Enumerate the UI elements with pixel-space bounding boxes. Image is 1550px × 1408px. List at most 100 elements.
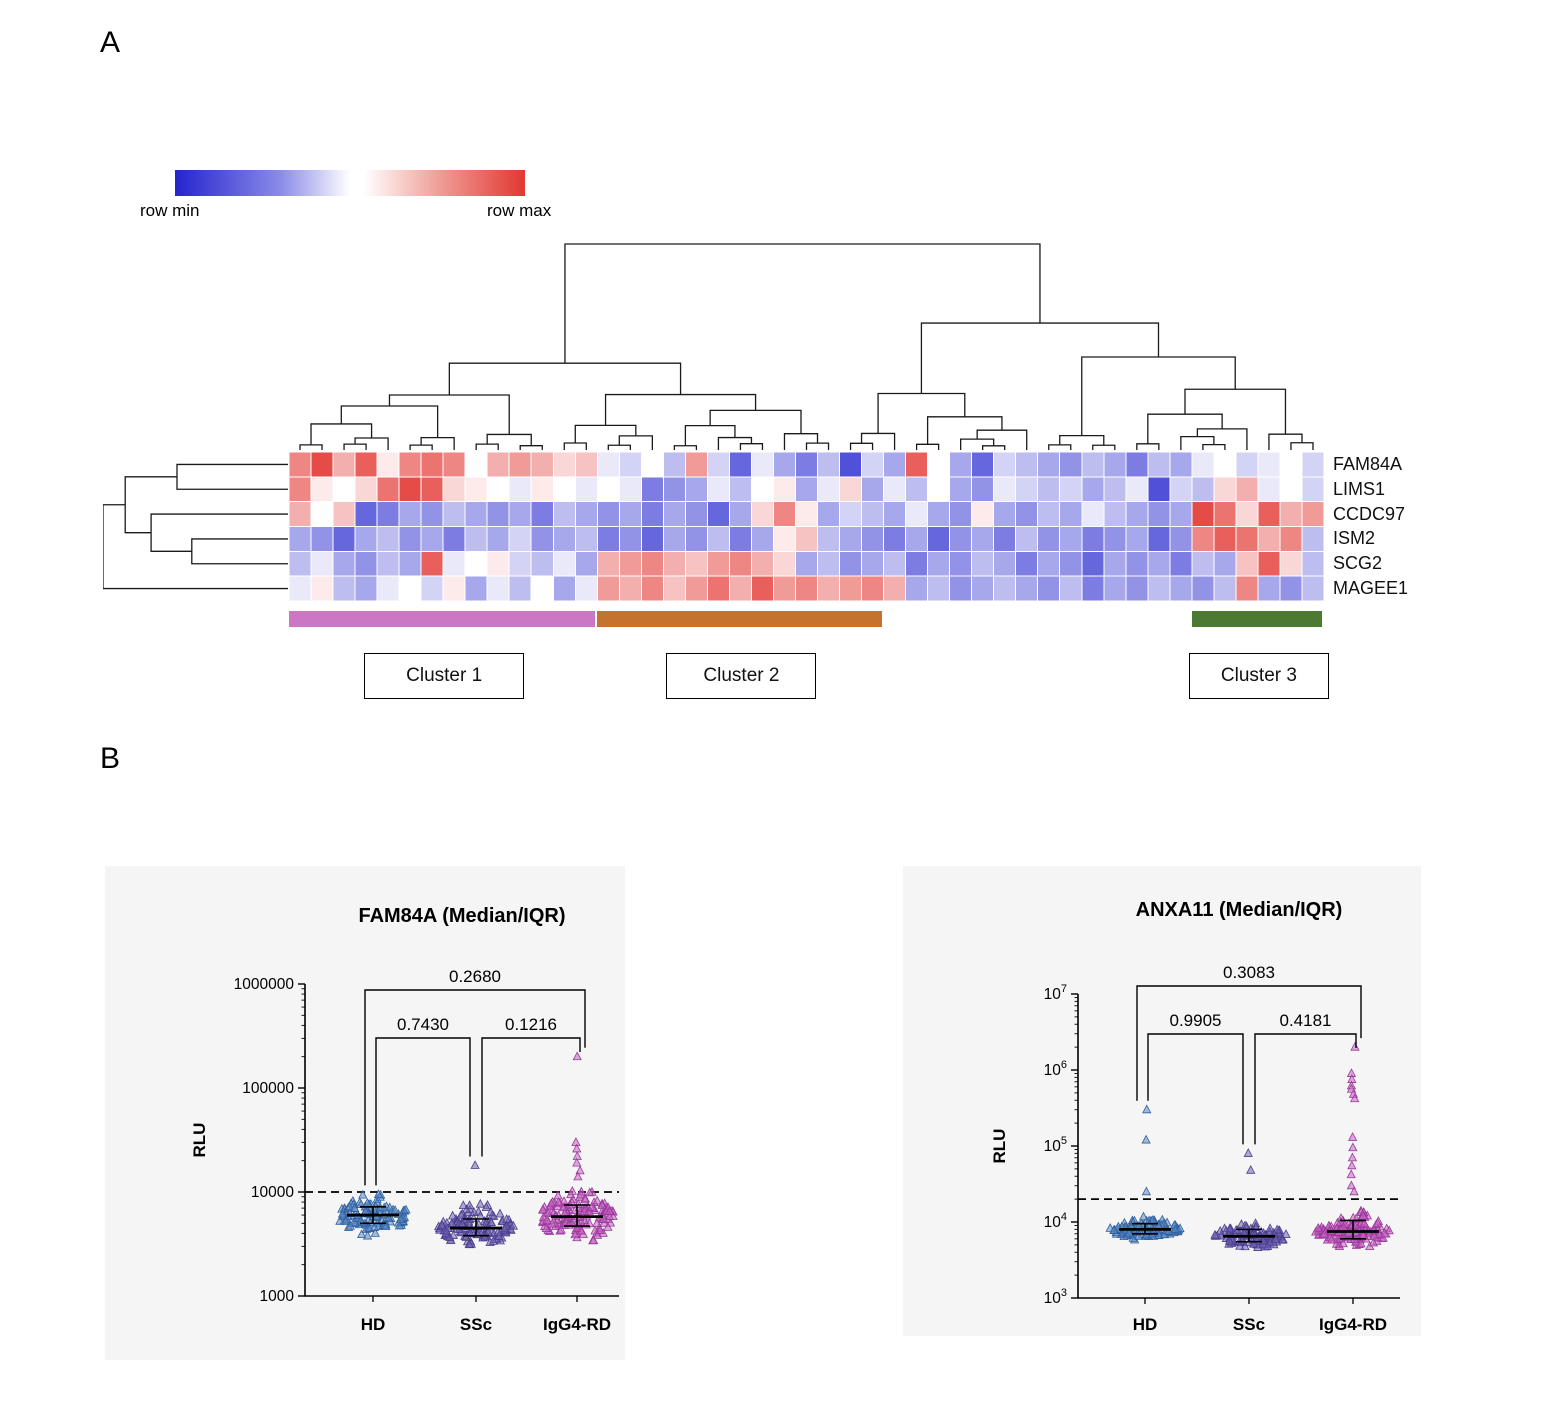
heatmap-cell (618, 575, 642, 601)
heatmap-cell (1081, 476, 1105, 503)
data-point (1124, 1227, 1134, 1237)
data-point (458, 1200, 468, 1210)
heatmap-cell (486, 526, 510, 552)
heatmap-cell (1301, 575, 1324, 601)
heatmap-cell (596, 501, 620, 528)
heatmap-cell (728, 476, 752, 503)
heatmap-cell (927, 476, 951, 503)
heatmap-cell (1169, 501, 1193, 528)
heatmap-cell (1213, 575, 1237, 601)
heatmap-cell (596, 452, 620, 478)
heatmap-cell (1169, 575, 1193, 601)
heatmap-cell (993, 526, 1017, 552)
data-point (499, 1223, 509, 1233)
comparison-bracket (1254, 1033, 1357, 1145)
heatmap-cell (1279, 550, 1303, 577)
data-point (447, 1210, 458, 1220)
row-label-ism2: ISM2 (1333, 528, 1376, 549)
heatmap-cell (684, 476, 708, 503)
heatmap-cell (420, 476, 444, 503)
data-point (558, 1202, 568, 1212)
heatmap-cell (817, 476, 841, 503)
heatmap-cell (552, 550, 576, 577)
heatmap-cell (772, 575, 796, 601)
data-point (1249, 1238, 1259, 1248)
heatmap-cell (289, 550, 312, 577)
heatmap-cell (354, 526, 378, 552)
heatmap-cell (728, 526, 752, 552)
heatmap-cell (530, 452, 554, 478)
heatmap-cell (1015, 476, 1039, 503)
heatmap-cell (772, 501, 796, 528)
heatmap-cell (289, 575, 312, 601)
heatmap-cell (376, 501, 400, 528)
y-tick-label: 100000 (242, 1080, 294, 1097)
heatmap-cell (618, 526, 642, 552)
data-point (1348, 1142, 1358, 1152)
row-label-ccdc97: CCDC97 (1333, 503, 1406, 524)
heatmap-cell (684, 452, 708, 478)
data-point (1138, 1211, 1149, 1221)
heatmap-cell (1103, 501, 1127, 528)
heatmap-cell (486, 550, 510, 577)
data-point (604, 1211, 615, 1220)
data-point (1359, 1218, 1370, 1228)
data-point (396, 1214, 406, 1224)
heatmap-cell (1235, 550, 1259, 577)
heatmap-cell (486, 476, 510, 503)
heatmap-cell (1301, 476, 1324, 503)
heatmap-cell (993, 452, 1017, 478)
heatmap-cell (398, 501, 422, 528)
data-point (508, 1220, 519, 1230)
heatmap-cell (420, 501, 444, 528)
heatmap-cell (662, 452, 686, 478)
heatmap-cell (794, 575, 819, 601)
y-tick-label: 104 (1044, 1211, 1067, 1231)
data-point (556, 1224, 566, 1234)
heatmap-cell (1081, 550, 1105, 577)
heatmap-cell (1191, 550, 1215, 577)
comparison-bracket (1136, 985, 1362, 1101)
heatmap-cell (1015, 550, 1039, 577)
panel-a-label: A (100, 26, 121, 59)
heatmap-cell (310, 476, 334, 503)
data-point (358, 1189, 368, 1199)
heatmap-cell (1037, 575, 1061, 601)
heatmap-cell (706, 575, 730, 601)
heatmap-cell (794, 526, 819, 552)
heatmap-cell (1147, 476, 1171, 503)
heatmap-cell (750, 575, 774, 601)
y-axis-label: RLU (190, 1123, 209, 1158)
p-value-label: 0.1216 (505, 1015, 557, 1034)
data-point (394, 1220, 404, 1230)
heatmap-cell (1037, 501, 1061, 528)
heatmap-cell (442, 501, 466, 528)
heatmap-cell (1191, 476, 1215, 503)
heatmap-cell (376, 526, 400, 552)
comparison-bracket (364, 989, 586, 1186)
data-point (1313, 1222, 1323, 1232)
y-tick-label: 106 (1044, 1059, 1067, 1079)
heatmap-cell (772, 476, 796, 503)
data-point (486, 1207, 496, 1216)
heatmap-cell (1059, 452, 1083, 478)
colorbar-min-label: row min (140, 201, 200, 220)
data-point (584, 1206, 594, 1215)
data-point (1369, 1230, 1379, 1240)
heatmap-cell (927, 501, 951, 528)
data-point (573, 1171, 583, 1181)
heatmap-cell (949, 526, 973, 552)
data-point (542, 1214, 552, 1224)
data-point (597, 1200, 607, 1210)
data-point (1224, 1235, 1235, 1245)
data-point (381, 1221, 391, 1230)
y-tick-label: 1000000 (234, 976, 295, 993)
heatmap-cell (971, 575, 995, 601)
heatmap-cell (1081, 526, 1105, 552)
heatmap-cell (794, 476, 819, 503)
heatmap-cell (354, 452, 378, 478)
colorbar-max-label: row max (487, 201, 552, 220)
heatmap-cell (861, 526, 885, 552)
